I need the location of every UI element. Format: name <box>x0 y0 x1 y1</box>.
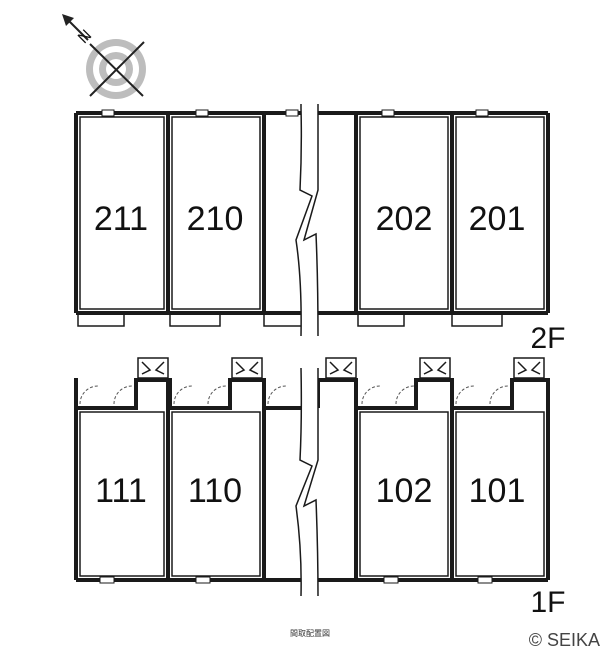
unit-110-label: 110 <box>188 472 242 510</box>
unit-210-label: 210 <box>187 200 244 238</box>
compass-rose-icon: N <box>62 14 146 99</box>
copyright-mark: © SEIKA <box>529 630 600 650</box>
unit-101-label: 101 <box>469 472 526 510</box>
floor-2-label: 2F <box>530 322 565 355</box>
unit-201-label: 201 <box>469 200 526 238</box>
diagram-caption: 間取配置図 <box>290 629 330 638</box>
unit-211-label: 211 <box>94 200 148 238</box>
unit-111-label: 111 <box>95 472 147 510</box>
floor-1-label: 1F <box>530 586 565 619</box>
unit-202-label: 202 <box>376 200 433 238</box>
floor-2-building <box>74 104 550 337</box>
unit-102-label: 102 <box>376 472 433 510</box>
floor-1-building <box>74 357 550 597</box>
north-arrow-icon <box>62 14 74 26</box>
